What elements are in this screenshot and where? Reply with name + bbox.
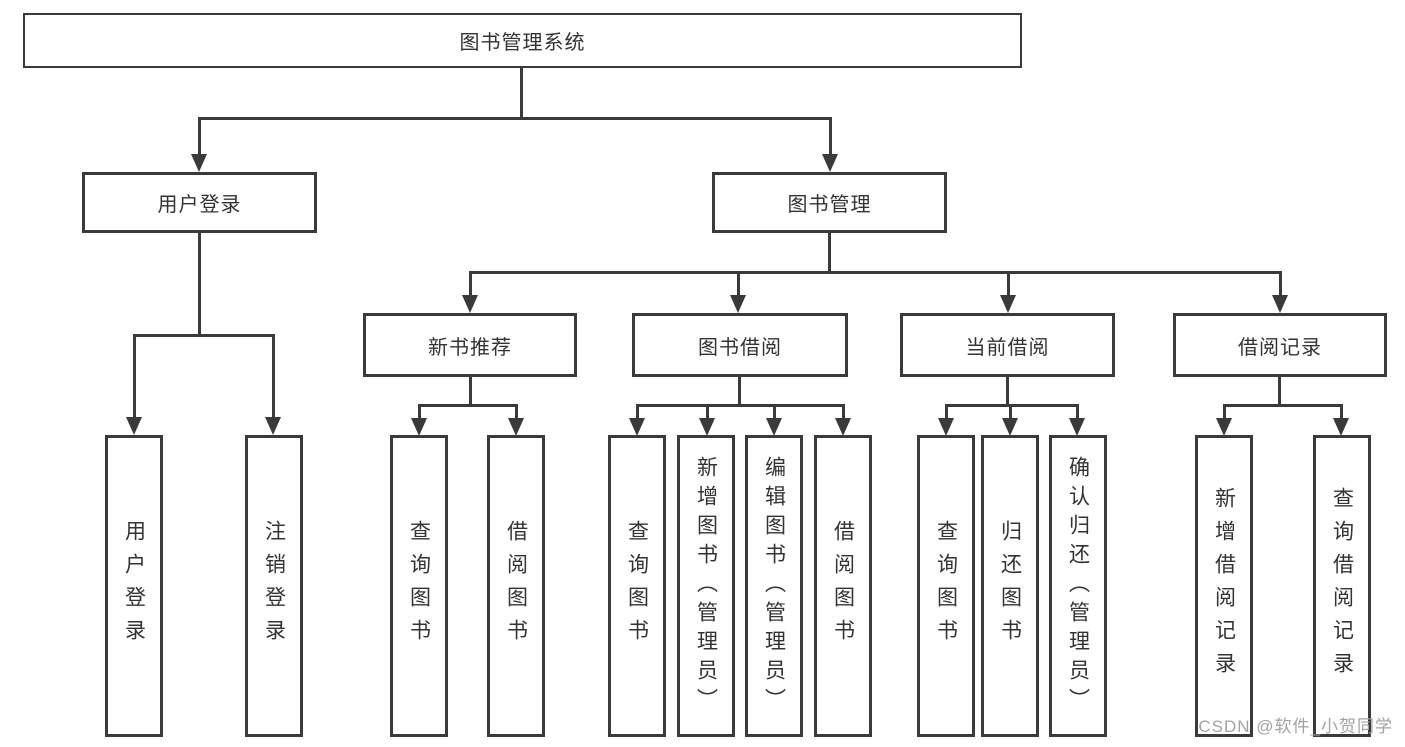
leaf-borrow-book-1-label: 借阅图书	[504, 520, 528, 652]
node-user-login-label: 用户登录	[157, 194, 242, 216]
leaf-user-login: 用户登录	[105, 435, 163, 737]
connector-line	[198, 230, 201, 336]
connector-line	[1076, 404, 1079, 422]
connector-line	[133, 334, 136, 422]
connector-arrowhead	[822, 154, 838, 172]
leaf-add-borrow-record-label: 新增借阅记录	[1212, 487, 1236, 685]
connector-line	[272, 334, 275, 422]
connector-arrowhead	[126, 417, 142, 435]
connector-line	[636, 404, 844, 407]
node-current-borrow: 当前借阅	[900, 313, 1115, 377]
leaf-user-login-label: 用户登录	[122, 520, 146, 652]
leaf-borrow-book-1: 借阅图书	[487, 435, 545, 737]
connector-line	[945, 404, 1079, 407]
node-borrow-record-label: 借阅记录	[1238, 336, 1322, 359]
node-book-borrow-label: 图书借阅	[698, 336, 782, 359]
connector-line	[469, 374, 472, 406]
connector-arrowhead	[835, 418, 851, 436]
connector-line	[945, 404, 948, 422]
connector-arrowhead	[1333, 418, 1349, 436]
connector-line	[198, 117, 201, 159]
connector-arrowhead	[411, 418, 427, 436]
node-borrow-record: 借阅记录	[1173, 313, 1387, 377]
node-root: 图书管理系统	[23, 13, 1022, 68]
connector-line	[198, 117, 832, 120]
connector-line	[1009, 404, 1012, 422]
connector-arrowhead	[730, 295, 746, 313]
leaf-borrow-book-2: 借阅图书	[814, 435, 872, 737]
connector-line	[829, 117, 832, 159]
node-new-book-recommend: 新书推荐	[363, 313, 577, 377]
leaf-add-borrow-record: 新增借阅记录	[1195, 435, 1253, 737]
connector-arrowhead	[1216, 418, 1232, 436]
leaf-borrow-book-2-label: 借阅图书	[831, 520, 855, 652]
leaf-return-book: 归还图书	[981, 435, 1039, 737]
watermark: CSDN @软件_小贺同学	[1198, 717, 1393, 736]
connector-arrowhead	[508, 418, 524, 436]
leaf-query-book-1: 查询图书	[390, 435, 448, 737]
connector-line	[706, 404, 709, 422]
connector-arrowhead	[1272, 295, 1288, 313]
node-root-label: 图书管理系统	[459, 32, 586, 54]
connector-arrowhead	[938, 418, 954, 436]
leaf-confirm-return-admin: 确认归还（管理员）	[1049, 435, 1107, 737]
leaf-edit-book-admin-label: 编辑图书（管理员）	[762, 455, 786, 717]
leaf-query-book-3-label: 查询图书	[934, 520, 958, 652]
connector-line	[418, 404, 518, 407]
connector-line	[1279, 271, 1282, 299]
leaf-query-book-1-label: 查询图书	[407, 520, 431, 652]
leaf-return-book-label: 归还图书	[998, 520, 1022, 652]
node-user-login: 用户登录	[82, 172, 317, 233]
connector-line	[842, 404, 845, 422]
connector-arrowhead	[462, 295, 478, 313]
leaf-add-book-admin: 新增图书（管理员）	[677, 435, 735, 737]
connector-line	[773, 404, 776, 422]
connector-line	[469, 271, 1282, 274]
connector-line	[520, 66, 523, 119]
connector-line	[133, 334, 275, 337]
node-book-management: 图书管理	[712, 172, 947, 233]
connector-line	[1223, 404, 1343, 407]
connector-arrowhead	[1000, 295, 1016, 313]
connector-line	[737, 271, 740, 299]
connector-line	[738, 374, 741, 406]
connector-arrowhead	[191, 154, 207, 172]
connector-line	[515, 404, 518, 422]
connector-arrowhead	[1069, 418, 1085, 436]
connector-line	[1223, 404, 1226, 422]
node-current-borrow-label: 当前借阅	[965, 336, 1050, 359]
connector-line	[1278, 374, 1281, 406]
connector-line	[1007, 271, 1010, 299]
connector-line	[828, 230, 831, 273]
connector-arrowhead	[1002, 418, 1018, 436]
leaf-edit-book-admin: 编辑图书（管理员）	[745, 435, 803, 737]
connector-line	[636, 404, 639, 422]
leaf-query-book-2: 查询图书	[608, 435, 666, 737]
connector-line	[1340, 404, 1343, 422]
node-new-book-recommend-label: 新书推荐	[428, 336, 512, 359]
leaf-query-book-3: 查询图书	[917, 435, 975, 737]
leaf-query-borrow-record-label: 查询借阅记录	[1330, 487, 1354, 685]
connector-arrowhead	[265, 417, 281, 435]
connector-line	[469, 271, 472, 299]
connector-arrowhead	[629, 418, 645, 436]
connector-line	[1006, 374, 1009, 406]
leaf-logout: 注销登录	[245, 435, 303, 737]
connector-arrowhead	[699, 418, 715, 436]
node-book-management-label: 图书管理	[787, 194, 872, 216]
connector-line	[418, 404, 421, 422]
leaf-logout-label: 注销登录	[262, 520, 286, 652]
leaf-query-borrow-record: 查询借阅记录	[1313, 435, 1371, 737]
leaf-query-book-2-label: 查询图书	[625, 520, 649, 652]
node-book-borrow: 图书借阅	[632, 313, 848, 377]
leaf-confirm-return-admin-label: 确认归还（管理员）	[1066, 455, 1090, 717]
connector-arrowhead	[766, 418, 782, 436]
leaf-add-book-admin-label: 新增图书（管理员）	[694, 455, 718, 717]
